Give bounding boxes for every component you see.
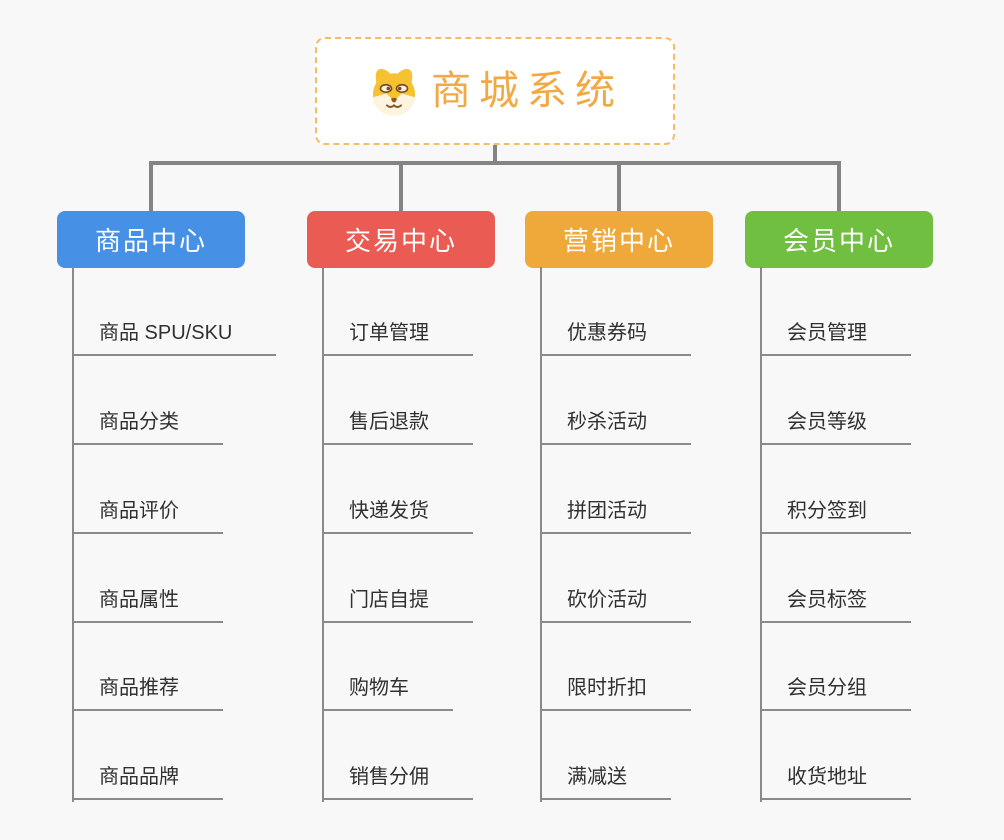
subtopic[interactable]: 销售分佣 <box>322 765 473 801</box>
subtopic-list-member: 会员管理 会员等级 积分签到 会员标签 会员分组 收货地址 <box>760 267 911 801</box>
connector-drop-product <box>149 161 153 212</box>
branch-spine-marketing <box>540 267 542 802</box>
subtopic[interactable]: 门店自提 <box>322 588 473 623</box>
connector-drop-member <box>837 161 841 212</box>
connector-drop-marketing <box>617 161 621 212</box>
branch-spine-trade <box>322 267 324 802</box>
branch-member-center[interactable]: 会员中心 <box>745 211 933 268</box>
subtopic[interactable]: 砍价活动 <box>540 588 691 623</box>
subtopic[interactable]: 会员管理 <box>760 321 911 356</box>
subtopic[interactable]: 拼团活动 <box>540 499 691 534</box>
subtopic[interactable]: 订单管理 <box>322 321 473 356</box>
connector-drop-trade <box>399 161 403 212</box>
branch-product-center[interactable]: 商品中心 <box>57 211 245 268</box>
connector-trunk <box>149 161 841 165</box>
subtopic-list-marketing: 优惠券码 秒杀活动 拼团活动 砍价活动 限时折扣 满减送 <box>540 267 691 801</box>
connector-root-stem <box>493 143 497 163</box>
root-title: 商城系统 <box>431 69 623 113</box>
subtopic[interactable]: 会员分组 <box>760 676 911 712</box>
subtopic[interactable]: 快递发货 <box>322 499 473 534</box>
subtopic-list-trade: 订单管理 售后退款 快递发货 门店自提 购物车 销售分佣 <box>322 267 473 801</box>
subtopic[interactable]: 限时折扣 <box>540 676 691 712</box>
subtopic[interactable]: 秒杀活动 <box>540 410 691 445</box>
subtopic[interactable]: 会员标签 <box>760 588 911 623</box>
branch-spine-product <box>72 267 74 802</box>
subtopic[interactable]: 收货地址 <box>760 765 911 801</box>
branch-marketing-center[interactable]: 营销中心 <box>525 211 713 268</box>
subtopic[interactable]: 商品评价 <box>72 499 223 534</box>
subtopic[interactable]: 售后退款 <box>322 410 473 445</box>
subtopic[interactable]: 商品属性 <box>72 588 223 623</box>
subtopic[interactable]: 会员等级 <box>760 410 911 445</box>
subtopic[interactable]: 积分签到 <box>760 499 911 534</box>
subtopic-list-product: 商品 SPU/SKU 商品分类 商品评价 商品属性 商品推荐 商品品牌 <box>72 267 277 801</box>
branch-spine-member <box>760 267 762 802</box>
subtopic[interactable]: 商品 SPU/SKU <box>72 321 277 356</box>
subtopic[interactable]: 满减送 <box>540 765 671 801</box>
dog-face-icon <box>367 62 421 120</box>
subtopic[interactable]: 优惠券码 <box>540 321 691 356</box>
subtopic[interactable]: 购物车 <box>322 676 453 712</box>
branch-trade-center[interactable]: 交易中心 <box>307 211 495 268</box>
subtopic[interactable]: 商品分类 <box>72 410 223 445</box>
subtopic[interactable]: 商品品牌 <box>72 765 223 801</box>
root-topic[interactable]: 商城系统 <box>315 37 675 145</box>
subtopic[interactable]: 商品推荐 <box>72 676 223 712</box>
